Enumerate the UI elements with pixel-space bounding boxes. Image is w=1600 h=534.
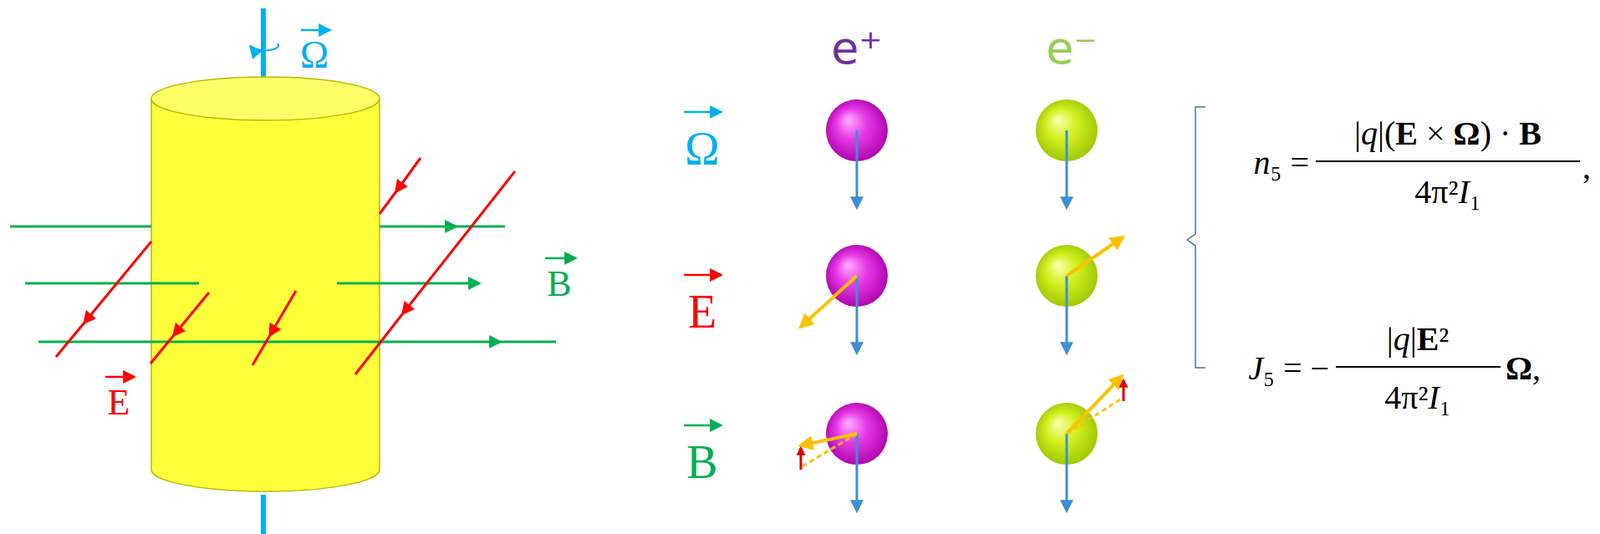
formula-numerator: |q|E² bbox=[1386, 322, 1450, 357]
formula-glyph: n bbox=[1253, 143, 1270, 182]
formula-glyph: B bbox=[1518, 114, 1542, 153]
fraction-bar bbox=[1315, 160, 1580, 163]
formula-glyph bbox=[1417, 114, 1427, 153]
row-label: E bbox=[687, 288, 717, 336]
formula-glyph: ₁ bbox=[1469, 173, 1482, 211]
formula-glyph bbox=[1445, 114, 1454, 153]
formula-glyph bbox=[1491, 114, 1500, 153]
column-header: e⁻ bbox=[1045, 25, 1098, 72]
formula-term: , bbox=[1582, 150, 1591, 184]
formula-term: J₅ = − bbox=[1248, 351, 1330, 386]
lorentz-shift-arrow bbox=[800, 380, 1124, 470]
formula-glyph: | bbox=[1410, 320, 1417, 358]
formula-term: Ω, bbox=[1505, 351, 1541, 386]
formula-glyph: ² bbox=[1438, 320, 1449, 358]
rotation-arrow bbox=[250, 43, 279, 51]
spin-arrow bbox=[856, 130, 1067, 511]
column-header: e⁺ bbox=[830, 25, 883, 72]
formula-glyph: q bbox=[1393, 320, 1411, 358]
momentum-arrow bbox=[800, 237, 1123, 467]
formula-glyph: Ω bbox=[1505, 349, 1533, 388]
row-label: B bbox=[686, 438, 718, 486]
formula-glyph: I bbox=[1427, 378, 1439, 417]
vector-arrow bbox=[105, 30, 721, 426]
formula-glyph: | bbox=[1354, 114, 1361, 153]
formula-glyph: , bbox=[1582, 147, 1591, 186]
formula-glyph: , bbox=[1532, 349, 1541, 388]
formula-glyph: 4 bbox=[1414, 173, 1432, 211]
field-label: E bbox=[107, 384, 131, 422]
brace bbox=[1187, 107, 1206, 368]
formula-glyph: ² bbox=[1417, 378, 1428, 417]
formula-glyph: ² bbox=[1447, 173, 1458, 211]
formula-denominator: 4π²I₁ bbox=[1384, 381, 1451, 415]
formula-glyph: ₅ bbox=[1269, 143, 1282, 182]
electric-field-lines bbox=[56, 157, 515, 375]
formula-glyph: J bbox=[1248, 349, 1264, 388]
formula-glyph bbox=[1510, 114, 1519, 153]
magnetic-field-lines bbox=[10, 226, 556, 342]
formula-glyph bbox=[1301, 349, 1310, 388]
formula-term: n₅ = bbox=[1253, 146, 1310, 180]
formula-glyph: | bbox=[1377, 114, 1385, 153]
formula-glyph: Ω bbox=[1453, 114, 1481, 153]
rotation-axis bbox=[260, 494, 266, 534]
formula-denominator: 4π²I₁ bbox=[1414, 175, 1481, 209]
row-label: Ω bbox=[684, 125, 720, 173]
formula-glyph: | bbox=[1386, 320, 1394, 358]
formula-glyph: ) bbox=[1480, 114, 1492, 153]
formula-glyph: = bbox=[1289, 143, 1310, 182]
formula-glyph: · bbox=[1499, 114, 1511, 153]
formula-glyph: ( bbox=[1384, 114, 1396, 153]
formula-glyph: ₅ bbox=[1263, 349, 1275, 388]
formula-glyph: π bbox=[1431, 173, 1448, 211]
omega-label: Ω bbox=[300, 35, 329, 75]
formula-glyph: E bbox=[1395, 114, 1418, 153]
formula-glyph: 4 bbox=[1384, 378, 1402, 417]
field-label: B bbox=[546, 265, 571, 303]
positron-sphere bbox=[825, 99, 888, 465]
formula-glyph: E bbox=[1416, 320, 1440, 358]
formula-glyph: π bbox=[1401, 378, 1418, 417]
formula-glyph: = bbox=[1283, 349, 1303, 388]
formula-glyph: I bbox=[1457, 173, 1469, 211]
formula-glyph: − bbox=[1309, 349, 1330, 388]
formula-numerator: |q|(E × Ω) · B bbox=[1354, 117, 1542, 151]
formula-glyph bbox=[1281, 143, 1290, 182]
formula-glyph bbox=[1274, 349, 1284, 388]
formula-glyph: × bbox=[1426, 114, 1446, 153]
fraction-bar bbox=[1335, 366, 1501, 368]
formula-glyph: q bbox=[1360, 114, 1378, 153]
formula-glyph: ₁ bbox=[1439, 378, 1452, 417]
